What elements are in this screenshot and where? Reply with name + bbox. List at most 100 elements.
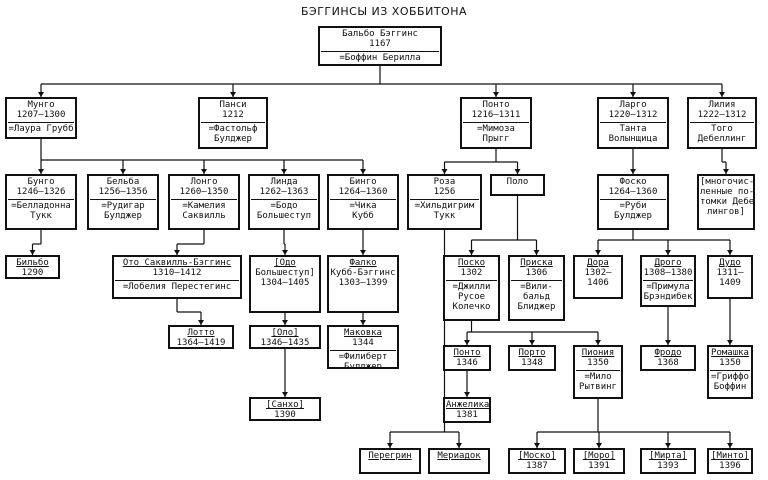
person-name-line: 1346: [456, 358, 478, 368]
arrowhead: [360, 320, 366, 325]
arrowhead: [493, 92, 499, 97]
spouse-name-line: =Вили-: [520, 282, 553, 292]
person-name-line: Лилия: [708, 100, 736, 110]
spouse-name-line: Большеступ: [256, 211, 312, 221]
person-box-mnogo: [многочис-ленные по-томки Дебел-лингов]: [697, 174, 755, 230]
arrowhead: [360, 250, 366, 255]
person-name-line: 1346–1435: [260, 338, 310, 348]
spouse-name-line: =Камелия: [182, 201, 226, 211]
person-name-line: 1406: [587, 278, 609, 288]
person-name-line: Линда: [270, 177, 298, 187]
arrowhead: [282, 320, 288, 325]
spouse-name-line: Булджер: [214, 134, 252, 144]
person-name-line: [Мирта]: [649, 451, 687, 461]
person-name-line: 1368: [657, 358, 679, 368]
person-name-line: [Минто]: [711, 451, 749, 461]
person-name-line: 1306: [525, 268, 548, 278]
spouse-name-line: =Мило: [584, 372, 612, 382]
spouse-name-line: =Мимоза: [477, 124, 515, 134]
person-name-line: Мериадок: [437, 451, 481, 461]
arrowhead: [441, 169, 448, 174]
spouse-name-line: Прыгг: [482, 134, 510, 144]
spouse-name-line: Брэндибек: [643, 292, 693, 302]
spouse-name-line: =Фастольф: [208, 124, 258, 134]
person-name-line: 1311–: [716, 268, 744, 278]
spouse-name-line: =Хильдигрим: [414, 201, 475, 211]
person-name-line: 1167: [369, 39, 391, 49]
person-name-line: Роза: [433, 177, 456, 187]
person-name-line: 1350: [587, 358, 609, 368]
arrowhead: [29, 250, 36, 255]
arrowhead: [727, 443, 733, 448]
spouse-name-line: Булджер: [344, 362, 382, 369]
person-name-line: Ото Саквилль-Бэггинс: [122, 258, 232, 268]
spouse-section: =Лаура Грубб: [8, 122, 74, 134]
arrowhead: [360, 169, 366, 174]
arrowhead: [727, 250, 733, 255]
person-name-line: Порто: [518, 348, 546, 358]
person-name-line: томки Дебел-: [700, 197, 755, 207]
spouse-name-line: =Лобелия Перестегинс: [122, 282, 232, 292]
spouse-name-line: Саквилль: [182, 211, 226, 221]
spouse-name-line: Тукк: [433, 211, 456, 221]
spouse-name-line: Рытвинг: [579, 382, 617, 392]
person-name-line: Ромашка: [711, 348, 749, 358]
person-name-line: Перегрин: [368, 451, 412, 461]
arrowhead: [38, 169, 44, 174]
person-name-line: 1302: [460, 268, 483, 278]
spouse-name-line: Тукк: [30, 211, 52, 221]
arrowhead: [464, 392, 470, 397]
arrowhead: [595, 340, 601, 345]
spouse-name-line: =Филиберт: [338, 352, 388, 362]
person-name-line: 1222–1312: [697, 110, 747, 120]
person-box-polo: Поло: [490, 174, 545, 196]
arrowhead: [630, 92, 636, 97]
person-name-line: 1216–1311: [471, 110, 521, 120]
person-box-sanho: [Санхо]1390: [249, 397, 321, 421]
person-name-line: Лонго: [190, 177, 218, 187]
spouse-name-line: Боффин: [713, 382, 747, 392]
spouse-name-line: Русое: [457, 292, 486, 302]
person-box-moro: [Моро]1391: [573, 448, 625, 474]
person-name-line: [Моско]: [518, 451, 556, 461]
arrowhead: [665, 250, 671, 255]
spouse-name-line: =Руби: [619, 201, 647, 211]
spouse-name-line: бальд: [522, 292, 551, 302]
arrowhead: [201, 169, 207, 174]
person-name-line: Дрого: [654, 258, 682, 268]
person-name-line: 1310–1412: [152, 268, 202, 278]
person-name-line: Понто: [453, 348, 481, 358]
spouse-section: =Боффин Берилла: [321, 51, 439, 63]
person-name-line: 1256: [433, 187, 456, 197]
person-name-line: 1262–1363: [259, 187, 309, 197]
spouse-name-line: Колечко: [452, 302, 491, 312]
spouse-section: =Лобелия Перестегинс: [115, 280, 239, 292]
person-name-line: 1348: [521, 358, 543, 368]
person-name-line: 1396: [719, 461, 741, 471]
person-name-line: Бинго: [349, 177, 377, 187]
arrowhead: [230, 92, 236, 97]
person-name-line: Большеступ]: [255, 268, 315, 278]
